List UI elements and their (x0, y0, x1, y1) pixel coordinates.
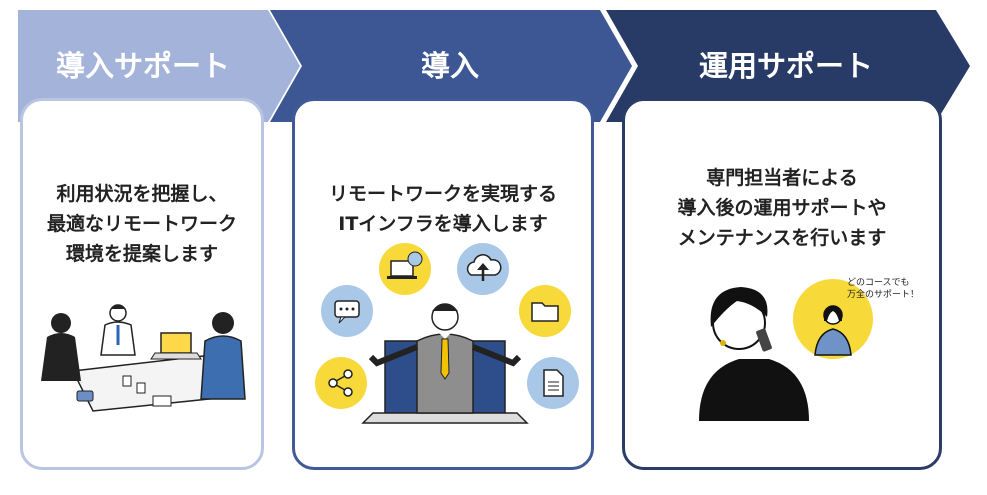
description-line: 環境を提案します (65, 243, 218, 265)
step-card-support-intro: 利用状況を把握し、 最適なリモートワーク 環境を提案します (20, 98, 264, 470)
description-line: 導入後の運用サポートや (677, 197, 887, 219)
description-line: メンテナンスを行います (677, 227, 887, 249)
step-title: 導入 (420, 49, 479, 83)
cloud-upload-icon (457, 243, 509, 295)
document-icon (527, 357, 579, 409)
chat-icon (321, 285, 373, 337)
step-card-operation-support: 専門担当者による 導入後の運用サポートや メンテナンスを行います どのコースでも… (622, 98, 942, 470)
meeting-illustration (41, 304, 246, 412)
arrow-shape (270, 10, 632, 122)
step-arrow-support-intro: 導入サポート (18, 10, 300, 122)
step-arrow-operation-support: 運用サポート (606, 10, 970, 122)
description-line: リモートワークを実現する (328, 183, 557, 205)
step-description: リモートワークを実現する ITインフラを導入します (295, 179, 591, 239)
step-card-introduction: リモートワークを実現する ITインフラを導入します (292, 98, 594, 470)
speech-bubble-text: どのコースでも 万全のサポート！ (847, 277, 919, 301)
step-description: 専門担当者による 導入後の運用サポートや メンテナンスを行います (625, 163, 939, 253)
presenter-laptop-illustration (361, 303, 529, 424)
speech-line: どのコースでも (847, 278, 910, 288)
description-line: 最適なリモートワーク (46, 213, 237, 235)
phone-user-illustration (699, 287, 809, 421)
folder-icon (519, 285, 571, 337)
description-line: ITインフラを導入します (338, 213, 548, 235)
description-line: 利用状況を把握し、 (56, 183, 228, 205)
arrow-shape (606, 10, 970, 122)
laptop-globe-icon (379, 243, 431, 295)
description-line: 専門担当者による (706, 167, 858, 189)
step-title: 導入サポート (55, 49, 230, 83)
step-arrow-introduction: 導入 (270, 10, 632, 122)
arrow-shape (18, 10, 300, 122)
step-description: 利用状況を把握し、 最適なリモートワーク 環境を提案します (23, 179, 261, 269)
support-staff-illustration (814, 305, 852, 356)
step-title: 運用サポート (698, 49, 873, 83)
speech-line: 万全のサポート！ (847, 290, 920, 300)
share-icon (315, 357, 367, 409)
